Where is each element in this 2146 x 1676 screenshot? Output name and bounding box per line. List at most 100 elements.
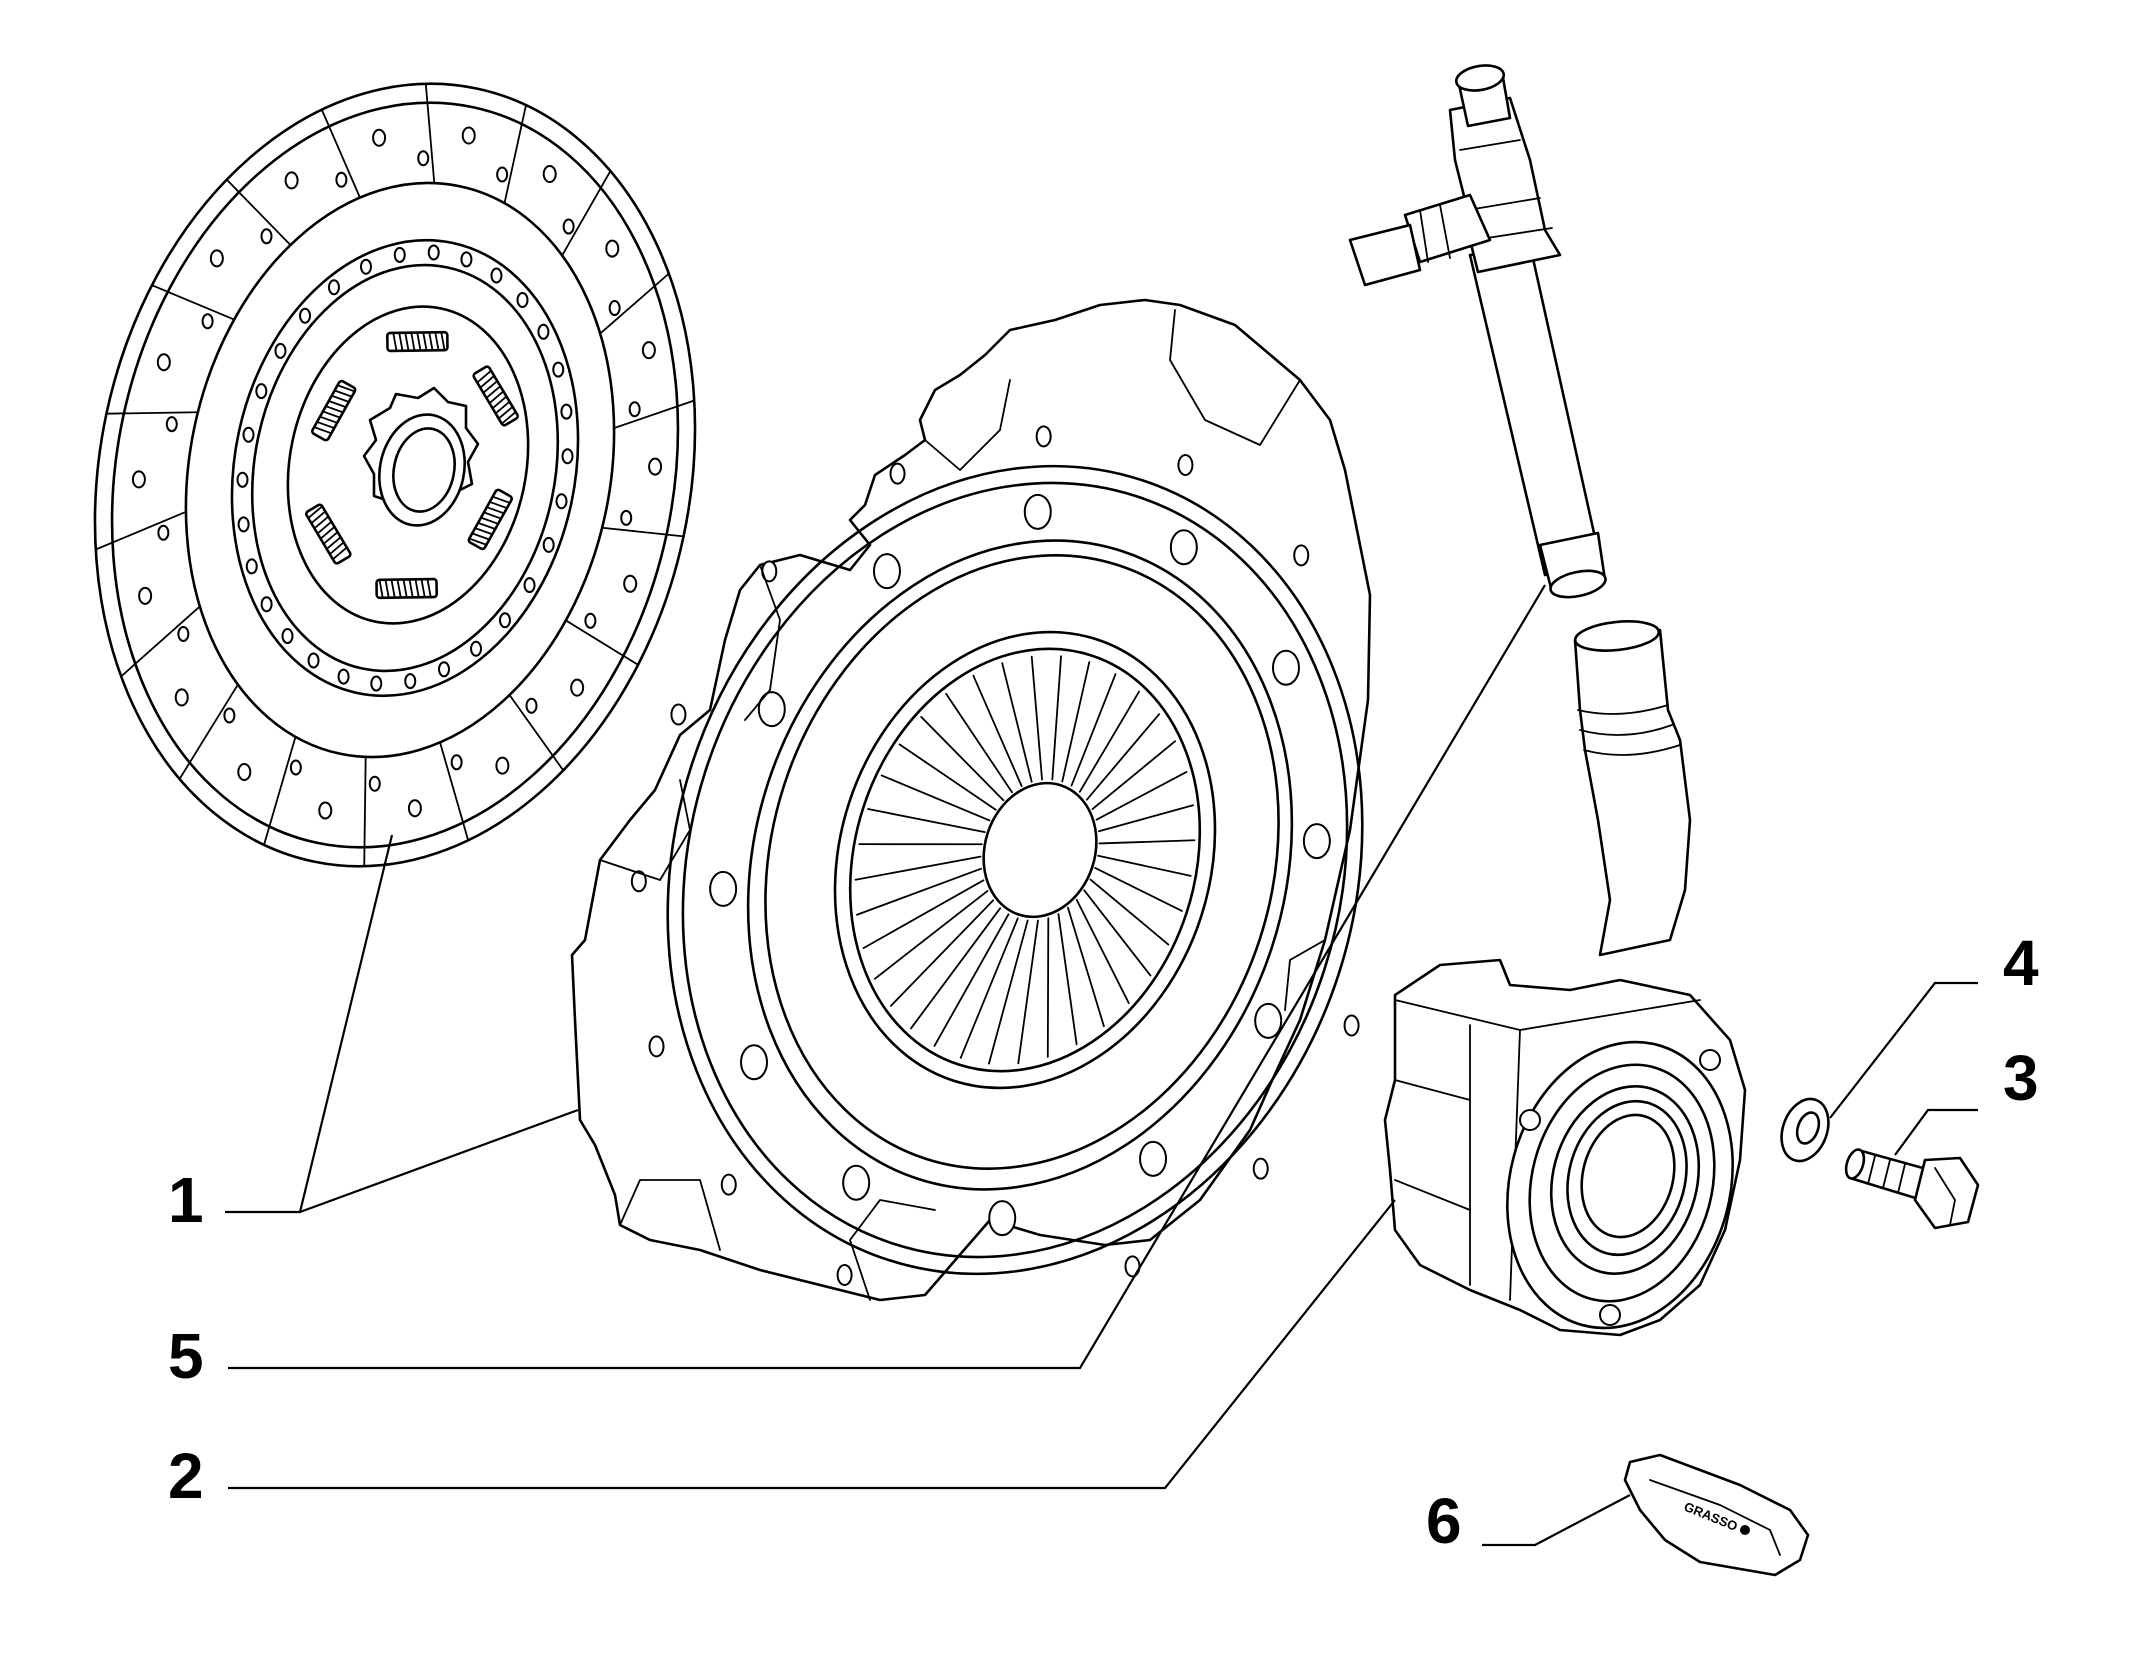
hub-hole [516,291,529,308]
damper-spring-coil [307,505,324,519]
hub-hole [437,661,450,678]
diaphragm-finger [1089,878,1170,946]
friction-segment-line [178,683,239,780]
diaphragm-finger [1085,713,1161,801]
damper-spring-coil [491,395,508,410]
hydraulic-pipe [1348,64,1607,599]
diaphragm-finger [910,907,1002,1030]
cover-hole [1169,529,1198,566]
damper-spring-coil [488,501,508,509]
damper-spring-coil [316,520,333,535]
diaphragm-finger [972,674,1023,787]
friction-rivet [570,678,585,697]
flange-hole [1293,544,1310,567]
diaphragm-finger [933,913,1010,1047]
friction-rivet [368,775,381,792]
friction-rivet [237,762,252,781]
friction-rivet [605,239,620,258]
diaphragm-finger [1030,655,1043,781]
friction-rivet [289,759,302,776]
damper-spring-coil [325,536,342,550]
diaphragm-finger [1078,690,1140,793]
damper-spring-coil [390,578,396,599]
friction-rivet [628,401,641,418]
friction-rivet [584,612,597,629]
diaphragm-finger [920,716,1005,802]
friction-rivet [372,128,387,147]
cover-hole [1271,649,1300,686]
callout-4: 4 [2003,927,2039,999]
diaphragm-finger [1075,898,1130,1004]
friction-rivet [156,353,171,372]
damper-spring-coil [497,405,514,420]
damper-spring-coil [471,532,491,541]
damper-spring-coil [422,331,428,352]
diaphragm-finger [1061,661,1091,783]
friction-rivet [450,754,463,771]
damper-spring-coil [426,578,432,599]
friction-rivet [641,341,656,360]
diaphragm-finger [1070,673,1117,787]
diaphragm-finger [959,917,1019,1059]
flange-hole [1252,1157,1269,1180]
damper-spring-coil [331,546,348,561]
hub-hole [460,251,473,268]
diaphragm-finger [1057,913,1078,1046]
cover-hole [842,1164,871,1201]
hub-hole [542,536,555,553]
damper-spring-coil [392,331,398,352]
hub-hole [281,628,294,645]
hub-hole [560,403,573,420]
damper-spring [311,379,357,442]
friction-rivet [223,707,236,724]
hub-hole [404,673,417,690]
friction-rivet [542,165,557,184]
friction-rivet [461,126,476,145]
damper-spring-coil [328,541,345,556]
friction-segment-line [120,605,201,678]
clutch-disc [93,82,697,868]
callout-1: 1 [168,1164,204,1236]
friction-rivet [648,457,663,476]
hub-hole [490,267,503,284]
damper-spring-coil [488,390,505,405]
friction-segment-line [151,284,236,321]
damper-spring [386,330,449,353]
damper-spring-coil [319,415,339,424]
diaphragm-finger [856,867,983,916]
damper-spring-coil [408,578,414,599]
cover-hole [1302,823,1331,860]
friction-rivet [165,416,178,433]
hub-hole [537,323,550,340]
friction-segment-line [508,694,565,772]
friction-rivet [177,625,190,642]
hub-hole [470,640,483,657]
cover-hole [1254,1002,1283,1039]
damper-spring-coil [319,525,336,540]
friction-rivet [201,313,214,330]
friction-segment-line [105,411,199,415]
hub-hole [498,612,511,629]
damper-spring-coil [420,578,426,599]
damper-spring-coil [440,331,446,352]
hub-hole [245,558,258,575]
damper-spring-coil [428,331,434,352]
diaphragm-finger [1098,839,1196,845]
cover-hole [988,1200,1017,1237]
flange-hole [670,703,687,726]
damper-spring-coil [333,389,353,398]
diaphragm-finger [1094,867,1183,912]
diaphragm-finger [880,774,991,822]
cover-hole [740,1044,769,1081]
bolt [1844,1148,1980,1230]
damper-spring-coil [468,537,488,546]
friction-segment-line [601,526,685,538]
damper-spring-coil [482,511,502,520]
diaphragm-finger [945,692,1013,794]
damper-spring-coil [384,578,390,599]
diaphragm-finger [1097,804,1194,833]
damper-spring-coil [479,374,496,389]
damper-spring-coil [322,531,339,545]
damper-spring [305,503,352,565]
diaphragm-finger [1046,917,1050,1058]
